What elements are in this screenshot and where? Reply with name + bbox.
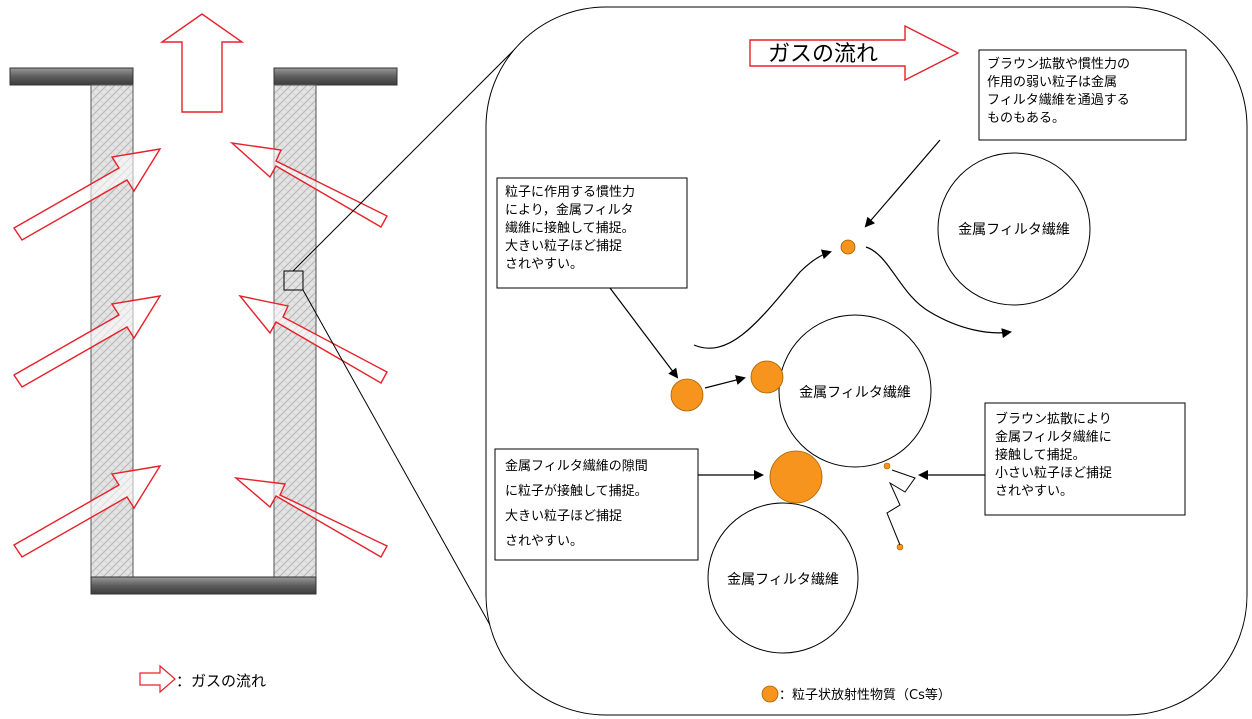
annotation-line: されやすい。 [995,484,1073,499]
fiber-middle [778,314,932,468]
particle-inertial-before [670,378,704,412]
inertial-move-arrow [704,375,746,389]
inflow-arrow-right-1 [229,141,388,228]
annotation-line: されやすい。 [505,534,583,549]
particle-brownian-captured [883,462,891,470]
annotation-brownian-pass: ブラウン拡散や慣性力の 作用の弱い粒子は金属 フィルタ繊維を通過する ものもある… [978,49,1187,141]
annotation-line: 作用の弱い粒子は金属 [987,74,1117,90]
annotation-line: に粒子が接触して捕捉。 [505,483,648,499]
zoom-line-bottom [302,289,491,626]
pointer-brownian-pass [864,139,941,228]
inflow-arrow-left-2 [13,295,162,388]
fiber-middle-label: 金属フィルタ繊維 [799,385,911,401]
zoom-line-top [292,47,517,272]
annotation-line: 小さい粒子ほど捕捉 [995,465,1112,481]
legend-particle: ：粒子状放射性物質（Cs等） [761,685,951,703]
annotation-line: 金属フィルタ繊維の隙間 [505,458,648,474]
streamline-upper-right [865,246,1012,339]
annotation-line: 繊維に接触して捕捉。 [505,220,635,236]
annotation-line: 大きい粒子ほど捕捉 [505,238,622,254]
particle-inertial-captured [750,360,784,394]
annotation-line: 大きい粒子ほど捕捉 [505,508,622,524]
fiber-bottom-label: 金属フィルタ繊維 [727,572,839,588]
bottom-cap [90,576,317,595]
annotation-line: 金属フィルタ繊維に [995,429,1112,445]
gas-flow-banner-arrow [749,24,960,82]
annotation-line: ブラウン拡散や慣性力の [987,56,1130,72]
annotation-brownian-capture: ブラウン拡散により 金属フィルタ繊維に 接触して捕捉。 小さい粒子ほど捕捉 され… [984,402,1186,516]
pointer-inertial [609,287,679,379]
annotation-interception: 金属フィルタ繊維の隙間 に粒子が接触して捕捉。 大きい粒子ほど捕捉 されやすい。 [494,448,699,561]
annotation-line: 粒子に作用する慣性力 [505,184,635,200]
fiber-bottom [707,502,859,654]
outlet-arrow [159,13,245,113]
streamline-upper-left [693,249,832,349]
legend-arrow-icon [139,664,176,694]
annotation-line: されやすい。 [505,257,583,272]
annotation-line: ブラウン拡散により [995,411,1112,427]
particle-interception [769,450,823,504]
top-left-cap [9,67,134,86]
top-right-cap [273,67,398,86]
filter-cross-section [9,13,398,595]
inflow-arrow-left-3 [13,465,162,558]
legend-gas-flow: ：ガスの流れ [139,664,266,694]
legend-gas-flow-text: ：ガスの流れ [176,672,266,690]
legend-particle-text: ：粒子状放射性物質（Cs等） [779,687,951,703]
fiber-top-right-label: 金属フィルタ繊維 [958,222,1070,238]
annotation-inertial: 粒子に作用する慣性力 により，金属フィルタ 繊維に接触して捕捉。 大きい粒子ほど… [496,177,688,289]
particle-small-passing [840,239,856,255]
fiber-top-right [937,152,1091,306]
annotation-line: により，金属フィルタ [505,202,634,218]
annotation-line: 接触して捕捉。 [995,447,1086,463]
brownian-zigzag [886,469,916,546]
gas-flow-banner-text: ガスの流れ [768,42,878,67]
inflow-arrow-left-1 [13,148,162,241]
inflow-arrow-right-3 [233,477,388,558]
legend-particle-icon [761,685,779,703]
annotation-line: ものもある。 [987,111,1065,126]
inflow-arrow-right-2 [238,294,388,384]
annotation-line: フィルタ繊維を通過する [987,92,1130,108]
